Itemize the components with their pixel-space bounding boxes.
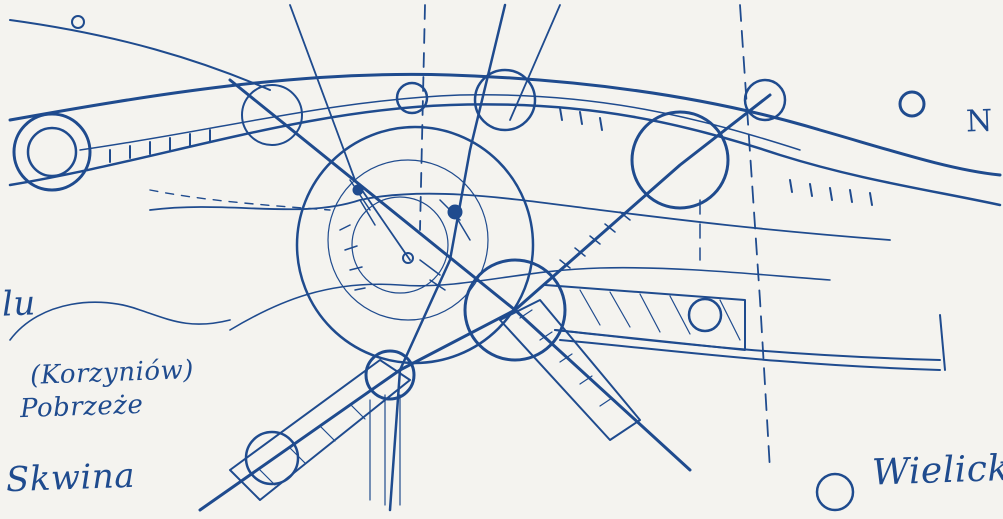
node-east [689,299,721,331]
center-node-b [448,205,462,219]
axis-dashed-vertical [420,5,425,230]
center-node-a [353,185,363,195]
axis-ray-1 [290,5,410,260]
se-band-outline [500,300,640,440]
east-road-lines [555,330,940,370]
ring-road-mid [80,95,800,150]
ring-road-hatching [110,108,872,205]
river-line-upper [150,194,890,240]
label-district-mid: Pobrzeże [20,390,144,424]
node-bottom-right [817,474,853,510]
axis-dashed-right [740,5,770,470]
label-bottom-right: Wielicki [871,447,1003,493]
label-district-paren: (Korzyniów) [30,355,195,391]
label-left-top: lu [1,283,36,324]
top-left-marker [72,16,84,28]
node-far-right [900,92,924,116]
east-road-end [940,315,945,370]
ring-road-inner [10,104,1000,205]
ring-road-outer [10,74,1000,175]
node-left [14,114,90,190]
axis-nw-se [230,80,690,470]
terrain-left-contour [10,302,230,340]
label-top-right: N [965,104,993,140]
label-bottom-left: Skwina [5,456,135,500]
center-scribbles [340,180,470,290]
node-sw [366,351,414,399]
node-left-inner [28,128,76,176]
sw-band-hatching [260,395,400,505]
